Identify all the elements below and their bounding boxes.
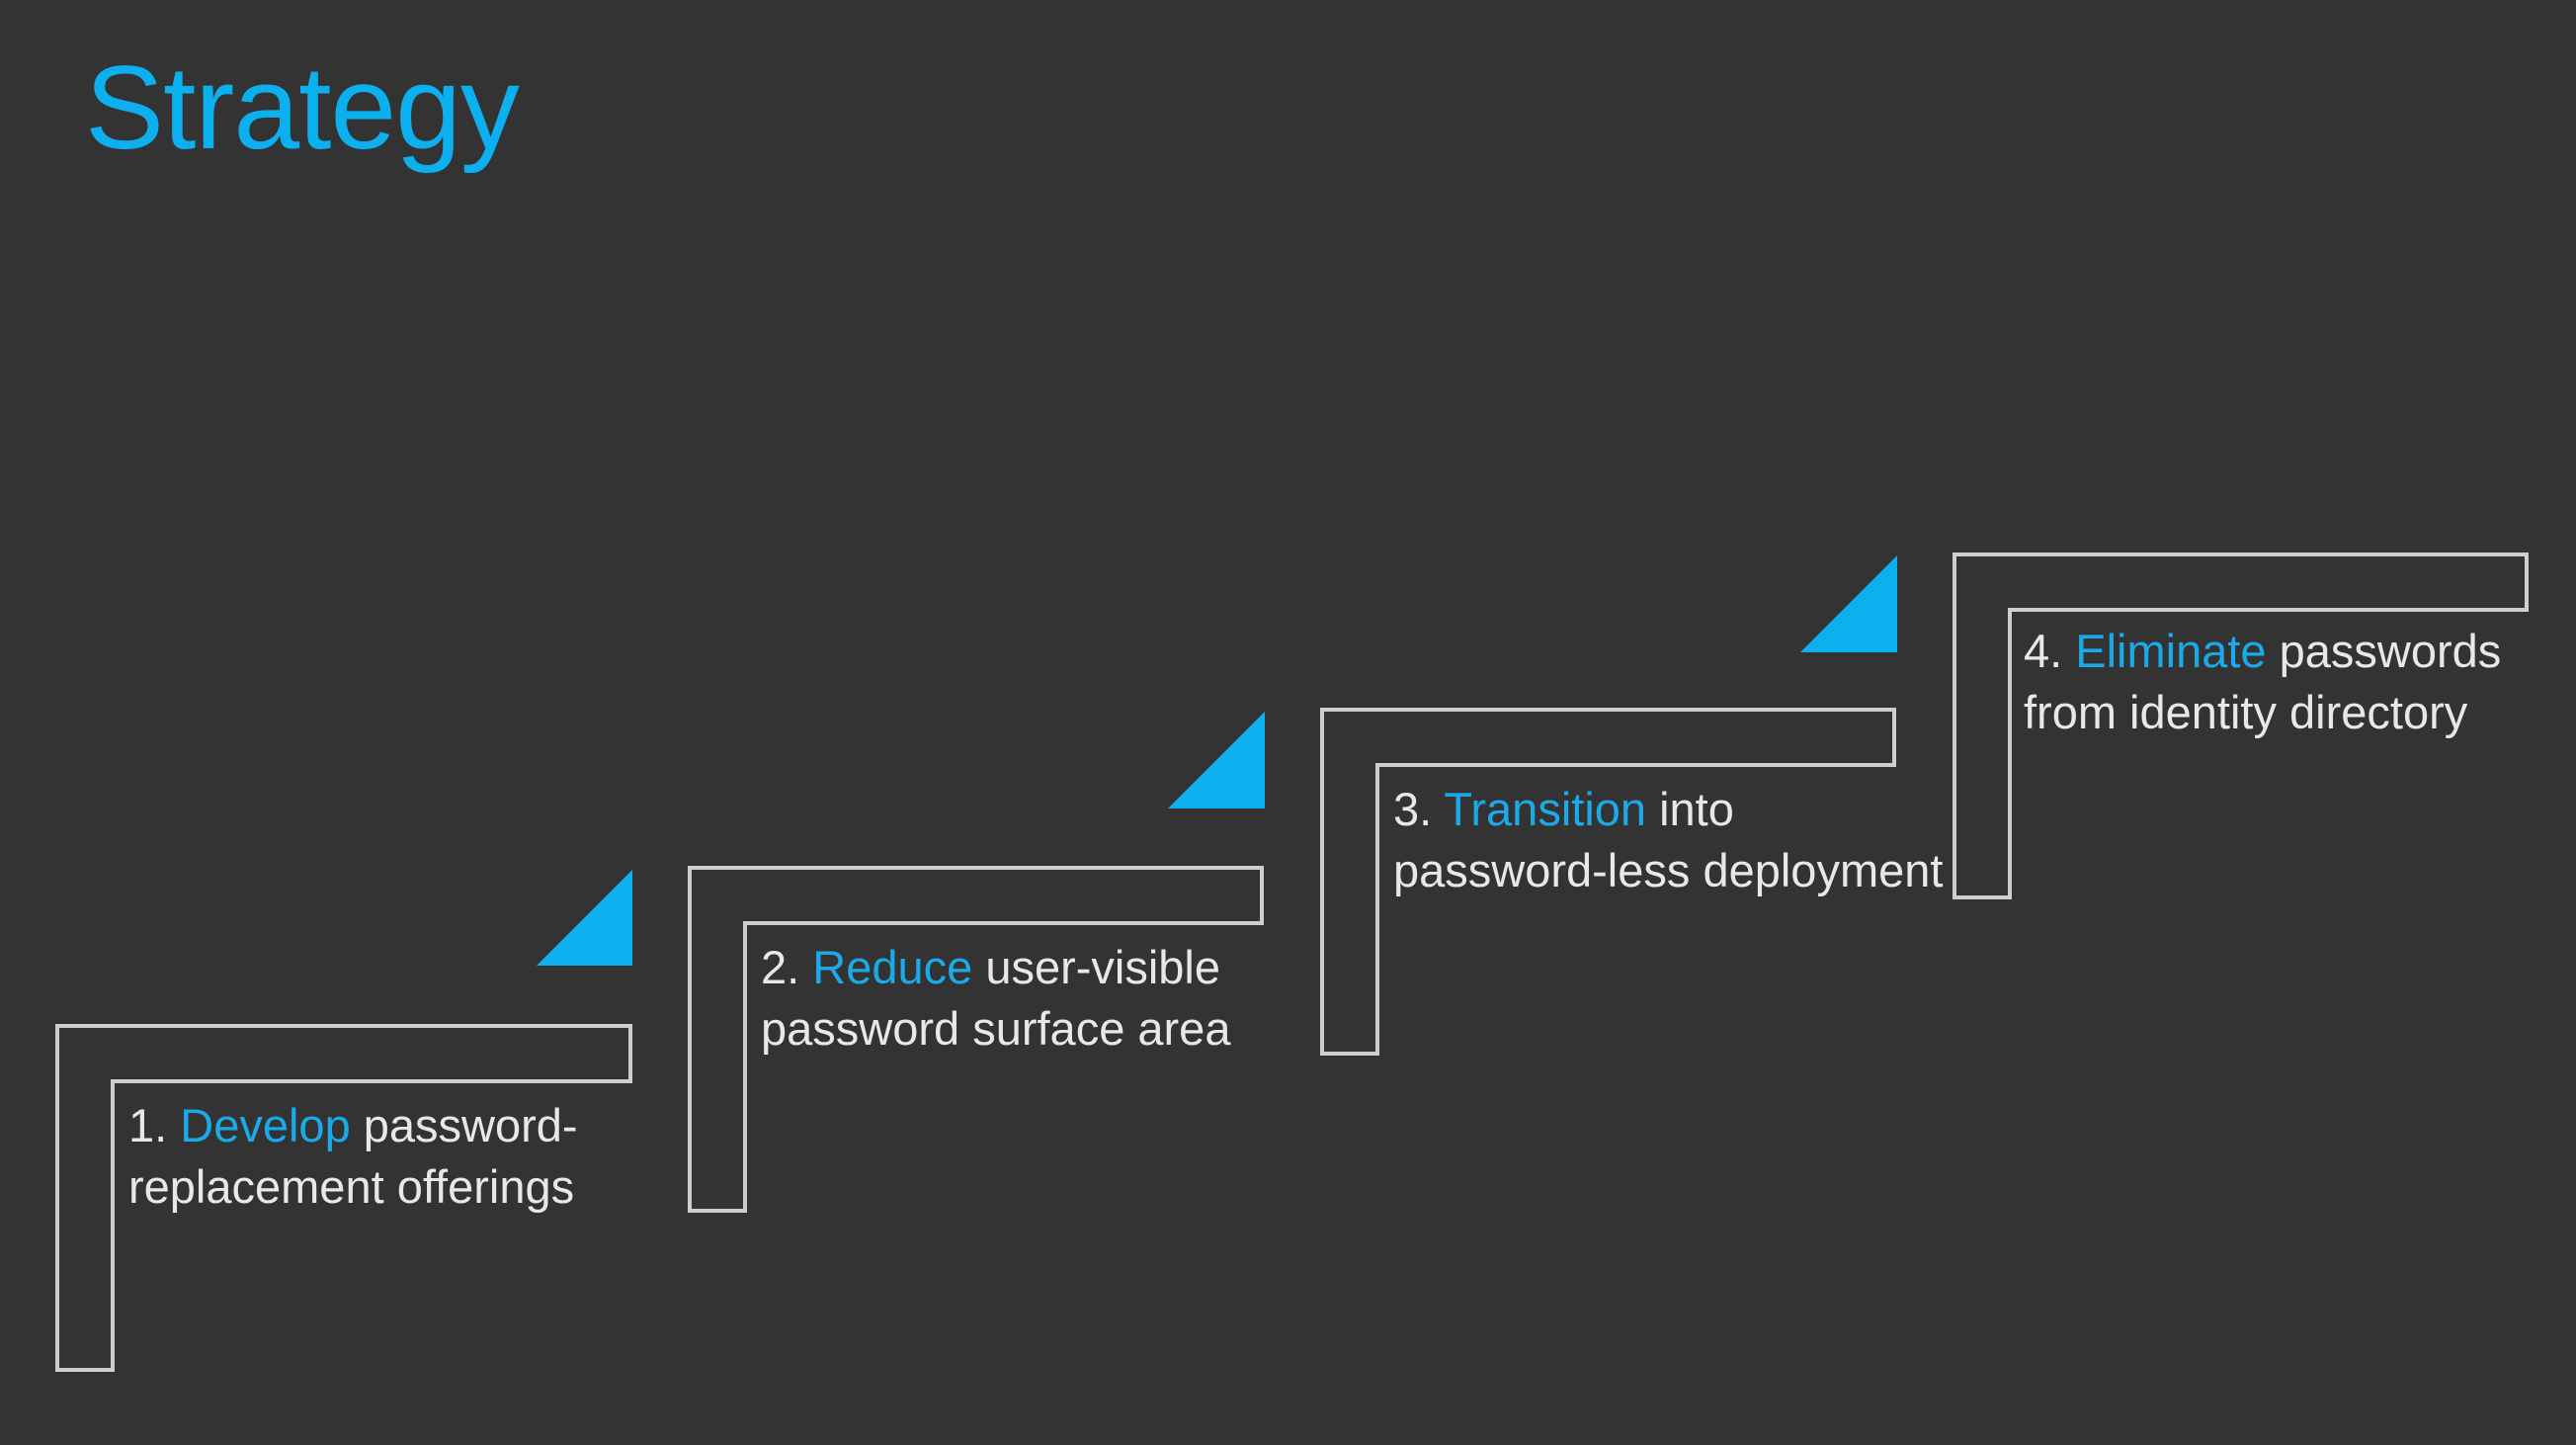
step-3-verb: Transition: [1444, 783, 1647, 835]
step-3-label: 3. Transition into password-less deploym…: [1393, 779, 1947, 901]
step-4-label: 4. Eliminate passwords from identity dir…: [2024, 621, 2576, 743]
step-2-number: 2.: [761, 941, 800, 993]
step-2-verb: Reduce: [812, 941, 973, 993]
step-4-number: 4.: [2024, 625, 2063, 677]
step-1-number: 1.: [128, 1099, 168, 1151]
step-1-verb: Develop: [180, 1099, 351, 1151]
step-1-arrow-triangle-up-right-icon: [537, 870, 632, 966]
step-4-description: passwords from identity directory: [2024, 625, 2502, 739]
step-1-description: password-replacement offerings: [128, 1099, 578, 1214]
step-2-arrow-triangle-up-right-icon: [1168, 712, 1265, 808]
step-3-number: 3.: [1393, 783, 1433, 835]
step-1-label: 1. Develop password-replacement offering…: [128, 1095, 682, 1218]
page-title: Strategy: [85, 42, 520, 174]
step-2-description: user-visible password surface area: [761, 941, 1231, 1056]
step-3-description: into password-less deployment: [1393, 783, 1944, 897]
step-2-label: 2. Reduce user-visible password surface …: [761, 937, 1314, 1060]
step-3-arrow-triangle-up-right-icon: [1800, 555, 1897, 652]
step-4-verb: Eliminate: [2075, 625, 2267, 677]
